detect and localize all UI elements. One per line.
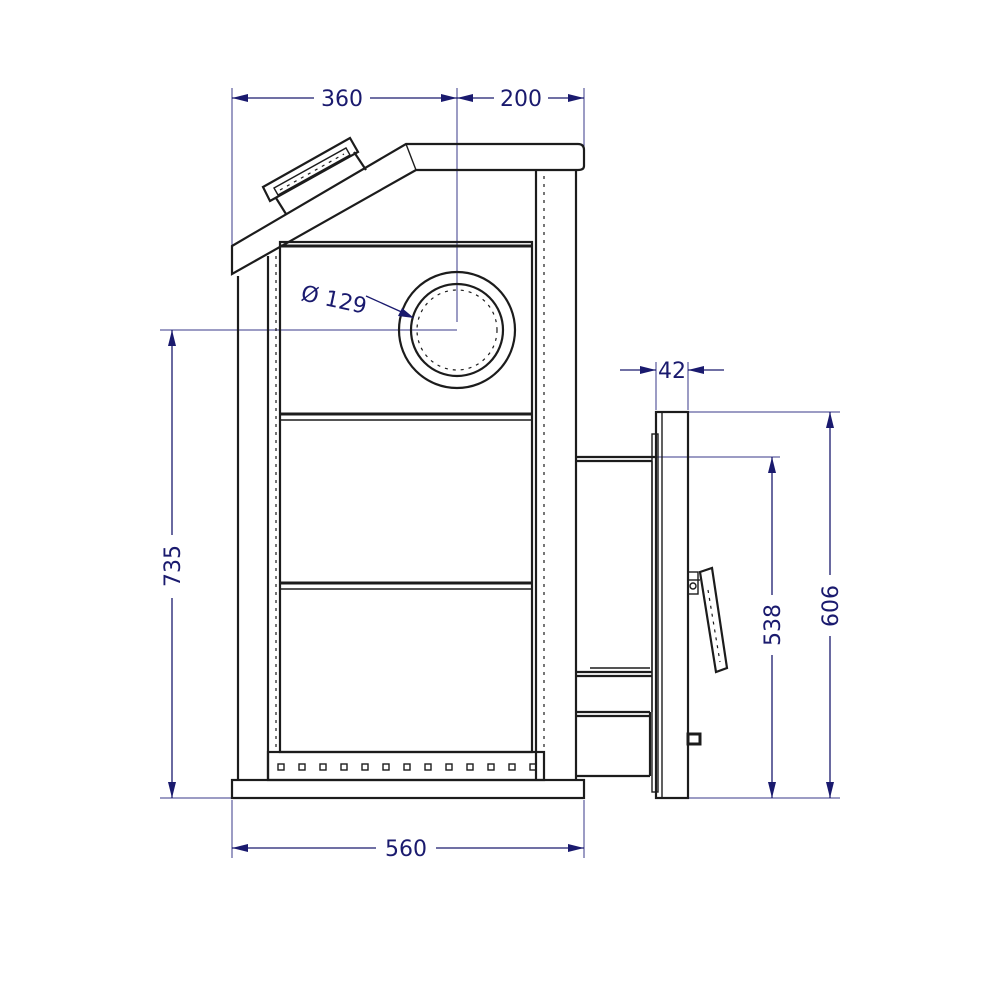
stove-body xyxy=(230,136,586,800)
door-handle xyxy=(698,566,729,674)
inner-chamber xyxy=(278,240,534,754)
dimension-360: 360 xyxy=(232,87,457,112)
base-vent-strip xyxy=(266,750,546,782)
door-latch xyxy=(687,571,700,595)
lid-handle xyxy=(261,136,367,215)
dimension-538: 538 xyxy=(761,457,786,798)
flue-outlet xyxy=(397,270,517,390)
dimension-606: 606 xyxy=(819,412,844,798)
dimension-label-200: 200 xyxy=(500,87,542,112)
extension-lines xyxy=(160,88,840,858)
dimension-label-538: 538 xyxy=(761,604,786,646)
base-vent-holes xyxy=(277,763,537,771)
dimension-560: 560 xyxy=(232,837,584,862)
dimension-735: 735 xyxy=(161,330,186,798)
dimension-label-735: 735 xyxy=(161,545,186,587)
firebox-door-assembly xyxy=(576,410,729,800)
dimension-label-606: 606 xyxy=(819,585,844,627)
dimension-label-360: 360 xyxy=(321,87,363,112)
dimension-label-flue-diameter: Ø 129 xyxy=(299,281,369,319)
door-frame xyxy=(654,410,690,800)
flue-diameter-callout: Ø 129 xyxy=(299,281,414,320)
dimension-42: 42 xyxy=(620,359,724,384)
top-lid xyxy=(230,142,586,276)
dimension-label-560: 560 xyxy=(385,837,427,862)
dimension-200: 200 xyxy=(457,87,584,112)
plinth xyxy=(230,778,586,800)
door-knob xyxy=(686,732,702,746)
dimension-label-42: 42 xyxy=(658,359,686,384)
